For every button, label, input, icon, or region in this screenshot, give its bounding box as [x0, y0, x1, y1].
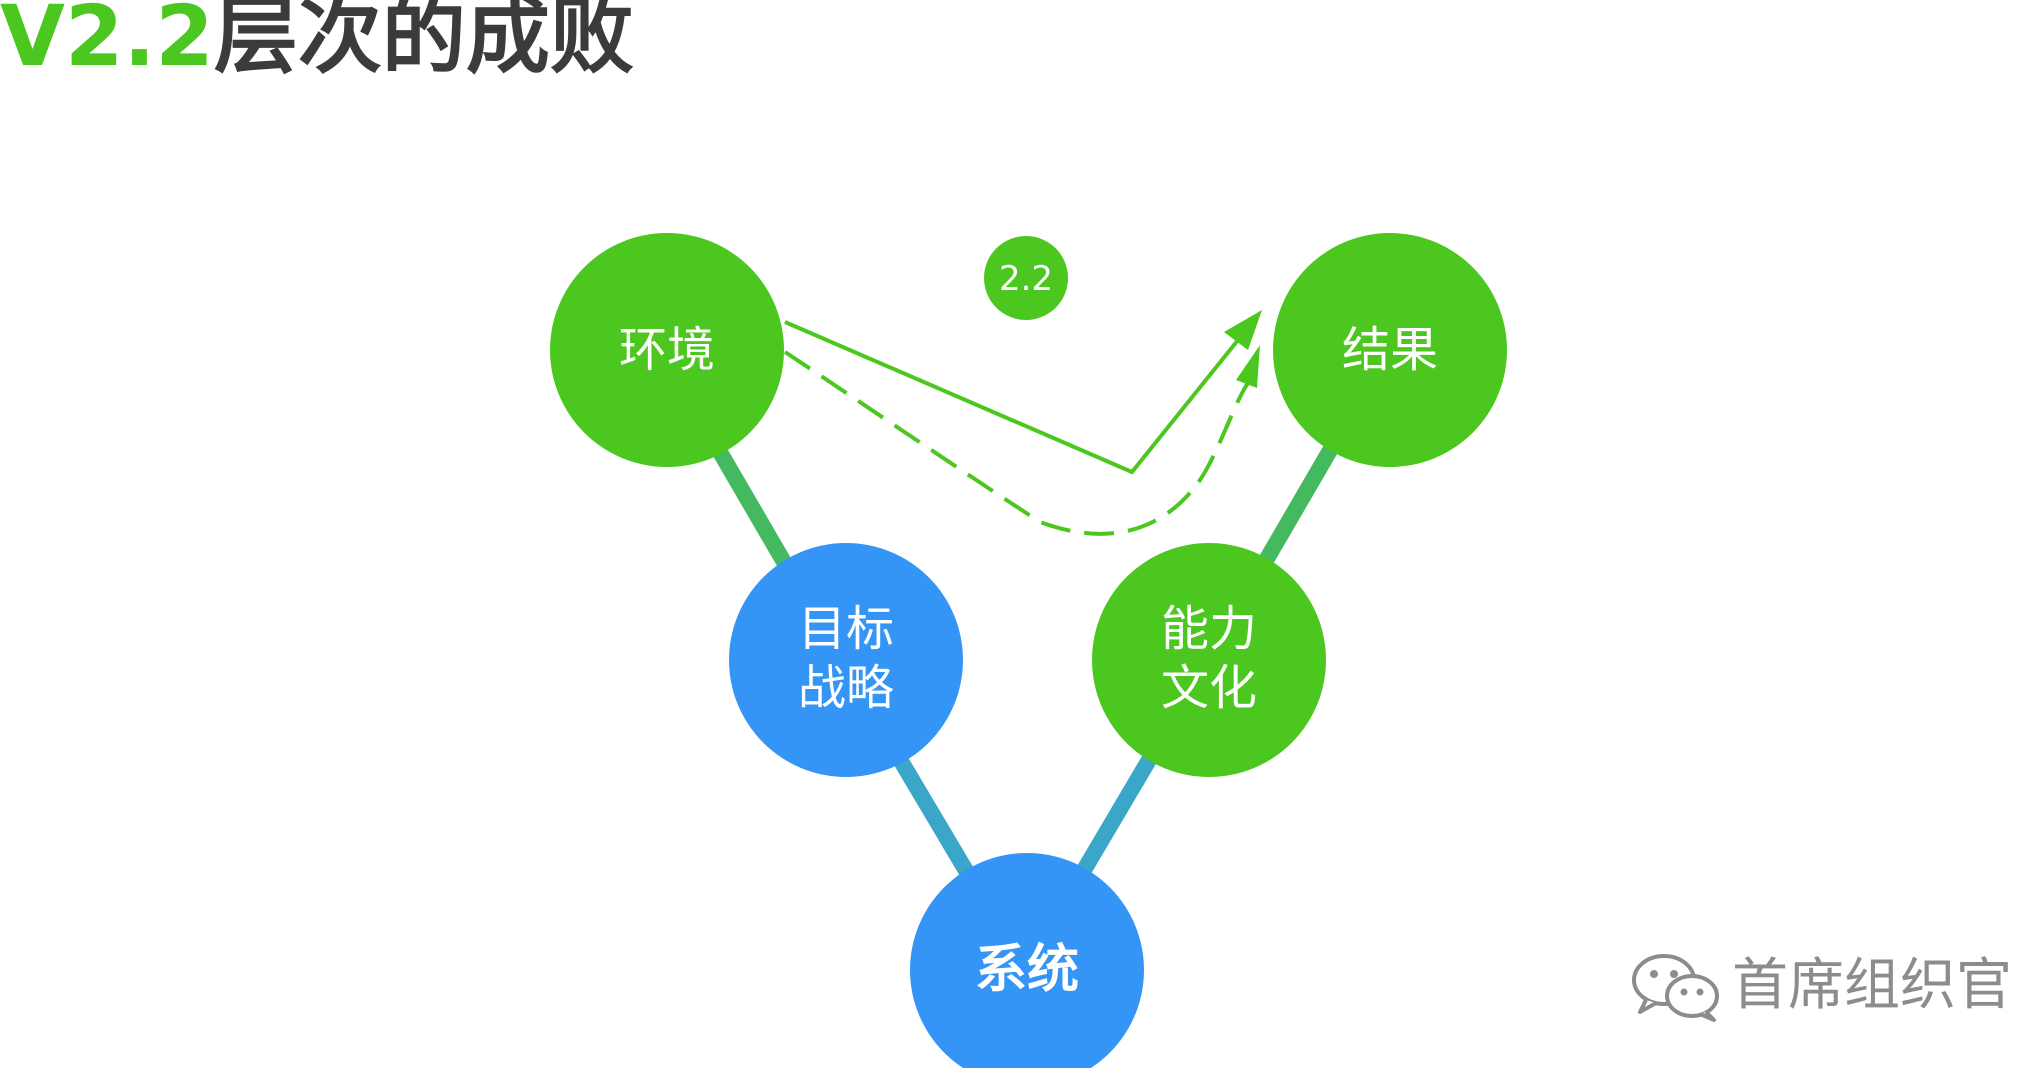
result-label: 结果	[1342, 322, 1438, 378]
version-badge	[984, 236, 1068, 320]
capability-label-line1: 能力	[1161, 601, 1257, 657]
page-title: V2.2层次的成败	[0, 0, 634, 78]
environment-label: 环境	[619, 322, 715, 378]
wechat-icon	[1632, 954, 1719, 1022]
solid-arrow-path	[784, 320, 1240, 475]
environment-node	[550, 233, 784, 467]
capability-label-line2: 文化	[1161, 660, 1257, 716]
title-text: 层次的成败	[213, 0, 634, 85]
goal-label-line1: 目标	[798, 601, 894, 657]
watermark-text: 首席组织官	[1732, 953, 2012, 1018]
title-version: V2.2	[0, 0, 214, 85]
capability-culture-node	[1092, 543, 1326, 777]
solid-arrowhead	[1224, 310, 1262, 350]
goal-strategy-node	[729, 543, 963, 777]
system-label: 系统	[975, 940, 1079, 1000]
system-node	[910, 853, 1144, 1068]
result-node	[1273, 233, 1507, 467]
version-badge-label: 2.2	[999, 259, 1053, 299]
goal-label-line2: 战略	[798, 660, 894, 716]
dashed-arrowhead	[1236, 345, 1260, 388]
dashed-arrow-path	[783, 350, 1252, 536]
watermark: 首席组织官	[1630, 950, 2012, 1022]
